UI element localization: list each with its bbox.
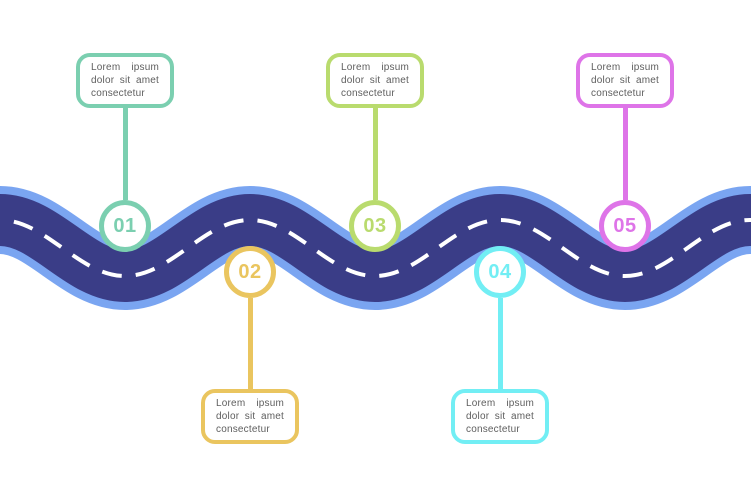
milestone-05: Lorem ipsum dolor sit amet consectetur 0… [576,53,674,252]
milestone-04-card: Lorem ipsum dolor sit amet consectetur [451,389,549,444]
milestone-01-number: 01 [113,214,137,237]
milestone-03-text: Lorem ipsum dolor sit amet consectetur [341,62,409,99]
milestone-05-card: Lorem ipsum dolor sit amet consectetur [576,53,674,108]
milestone-01-card: Lorem ipsum dolor sit amet consectetur [76,53,174,108]
milestone-03: Lorem ipsum dolor sit amet consectetur 0… [326,53,424,252]
milestone-04-number-badge: 04 [474,246,526,298]
milestone-01: Lorem ipsum dolor sit amet consectetur 0… [76,53,174,252]
milestone-04-connector-line [497,298,503,389]
milestone-02-number-badge: 02 [224,246,276,298]
milestone-04-number: 04 [488,260,512,283]
milestone-02: 02 Lorem ipsum dolor sit amet consectetu… [201,246,299,444]
lane-markings [0,217,751,279]
milestone-01-connector-line [122,108,128,200]
milestone-05-number: 05 [613,214,637,237]
milestone-02-card: Lorem ipsum dolor sit amet consectetur [201,389,299,444]
milestone-03-number-badge: 03 [349,200,401,252]
milestone-04-text: Lorem ipsum dolor sit amet consectetur [466,398,534,435]
milestone-03-connector-line [372,108,378,200]
milestone-02-connector-line [247,298,253,389]
milestone-05-connector-line [622,108,628,200]
milestone-02-number: 02 [238,260,262,283]
milestone-05-number-badge: 05 [599,200,651,252]
milestone-04: 04 Lorem ipsum dolor sit amet consectetu… [451,246,549,444]
milestone-01-number-badge: 01 [99,200,151,252]
milestone-05-text: Lorem ipsum dolor sit amet consectetur [591,62,659,99]
milestone-01-text: Lorem ipsum dolor sit amet consectetur [91,62,159,99]
milestone-03-card: Lorem ipsum dolor sit amet consectetur [326,53,424,108]
milestone-03-number: 03 [363,214,387,237]
milestone-02-text: Lorem ipsum dolor sit amet consectetur [216,398,284,435]
